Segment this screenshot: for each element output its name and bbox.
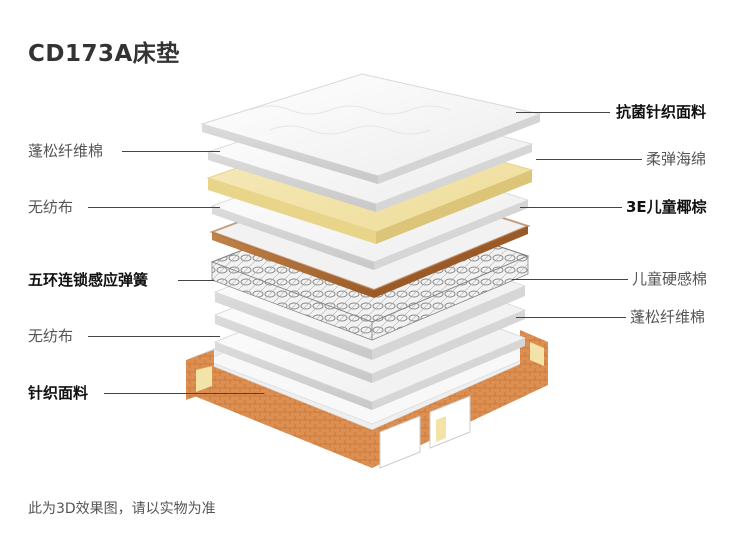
leader-line-right-2: [536, 159, 642, 160]
leader-line-left-2: [88, 207, 220, 208]
label-right-fiber: 蓬松纤维棉: [630, 308, 706, 326]
label-left-nonwoven-bottom: 无纺布: [28, 327, 74, 345]
leader-line-right-5: [516, 317, 626, 318]
page-title: CD173A床垫: [28, 41, 180, 67]
leader-line-right-4: [512, 279, 628, 280]
label-right-foam: 柔弹海绵: [646, 150, 707, 168]
label-left-knit-fabric: 针织面料: [28, 384, 89, 402]
leader-line-left-4: [88, 336, 220, 337]
label-left-fiber: 蓬松纤维棉: [28, 142, 104, 160]
top-fabric-layer: [200, 73, 542, 184]
leader-line-left-3: [178, 280, 214, 281]
leader-line-right-1: [516, 112, 610, 113]
leader-line-left-5: [104, 393, 264, 394]
label-right-coir: 3E儿童椰棕: [626, 198, 707, 216]
leader-line-right-3: [520, 207, 622, 208]
label-right-hard-cotton: 儿童硬感棉: [632, 270, 708, 288]
label-left-nonwoven-top: 无纺布: [28, 198, 74, 216]
leader-line-left-1: [122, 151, 220, 152]
footnote: 此为3D效果图，请以实物为准: [28, 501, 216, 517]
label-right-antibacterial-fabric: 抗菌针织面料: [616, 103, 707, 121]
label-left-springs: 五环连锁感应弹簧: [28, 271, 149, 289]
